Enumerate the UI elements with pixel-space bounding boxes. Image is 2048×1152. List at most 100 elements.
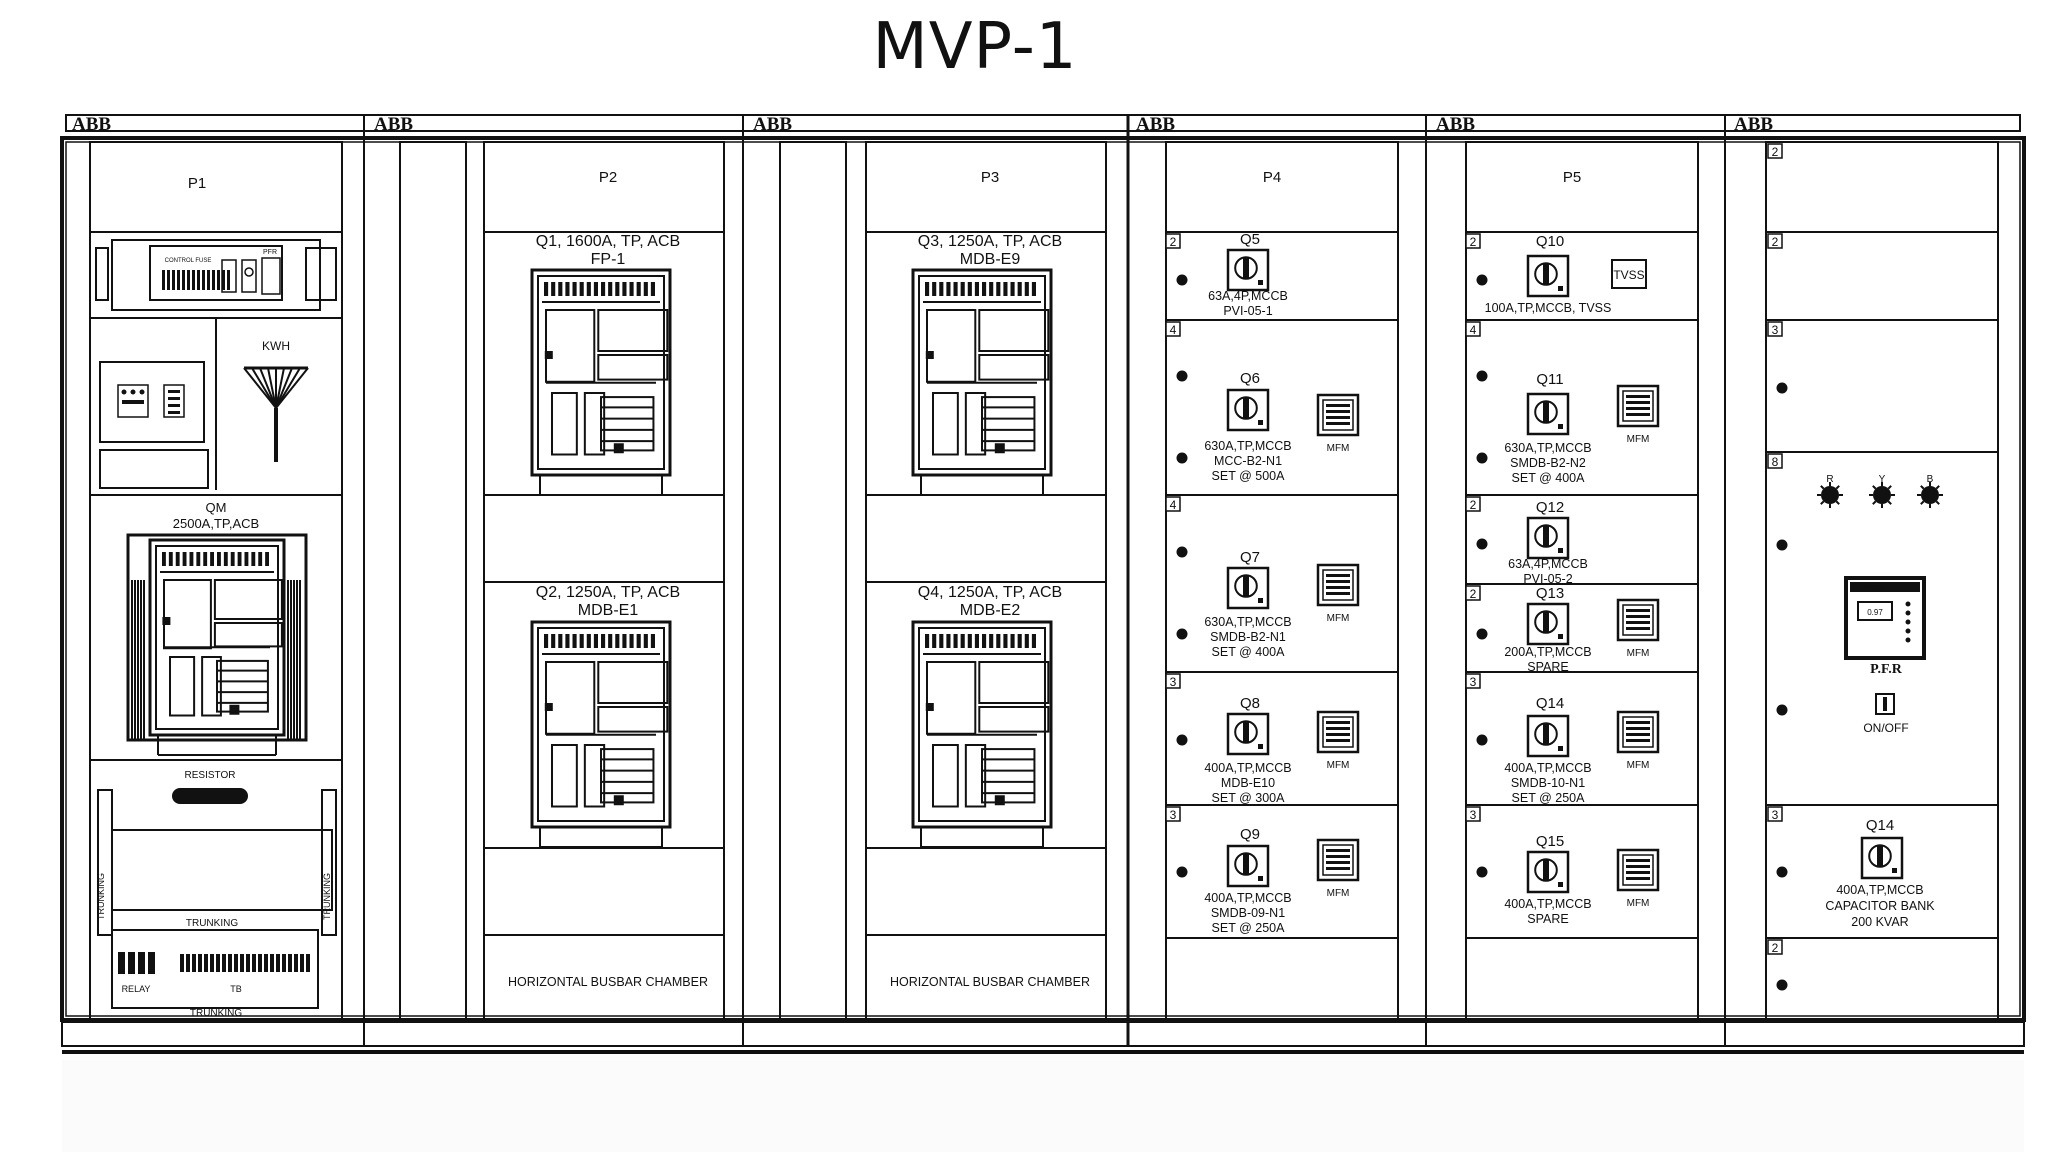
- size-number: 3: [1772, 323, 1779, 337]
- indicator-dot: [1776, 979, 1788, 991]
- indicator-dot: [1476, 628, 1488, 640]
- feeder-spec: SET @ 250A: [1212, 921, 1286, 935]
- acb-qm: [148, 538, 286, 756]
- panel-label-p4: P4: [1263, 169, 1281, 186]
- panel-p3: [779, 141, 1107, 1023]
- compartment-size: 4: [1165, 321, 1181, 337]
- pfr-device: [1844, 576, 1926, 660]
- mfm-label: MFM: [1327, 760, 1350, 771]
- pfr-label: P.F.R: [1870, 662, 1903, 677]
- breaker-label: Q3, 1250A, TP, ACB: [918, 233, 1062, 250]
- pfr-label: PFR: [263, 249, 277, 256]
- breaker-label: Q2, 1250A, TP, ACB: [536, 584, 680, 601]
- feeder-spec: 630A,TP,MCCB: [1204, 615, 1291, 629]
- mccb-icon: [1526, 602, 1570, 646]
- control-fuse-label: CONTROL FUSE: [165, 258, 212, 264]
- abb-logo-6: ABB: [1734, 114, 1773, 135]
- abb-logo-3: ABB: [753, 114, 792, 135]
- breaker-label: Q4, 1250A, TP, ACB: [918, 584, 1062, 601]
- capacitor-spec: 400A,TP,MCCB: [1836, 883, 1923, 897]
- compartment-size: 3: [1767, 806, 1783, 822]
- indicator-dot: [1776, 866, 1788, 878]
- feeder-spec: 100A,TP,MCCB, TVSS: [1485, 301, 1612, 315]
- indicator-dot: [1476, 866, 1488, 878]
- base-plinth: [61, 1021, 2025, 1047]
- panel-p4: [1165, 141, 1399, 1023]
- panel-label-p2: P2: [599, 169, 617, 186]
- capacitor-spec: CAPACITOR BANK: [1825, 899, 1935, 913]
- mfm-label: MFM: [1327, 613, 1350, 624]
- abb-logo-1: ABB: [72, 114, 111, 135]
- indicator-dot: [1476, 734, 1488, 746]
- epcos-brand: EPCOS: [1862, 585, 1887, 592]
- phase-label-r: R: [1826, 474, 1833, 485]
- size-number: 2: [1470, 587, 1477, 601]
- mfm-label: MFM: [1627, 898, 1650, 909]
- phase-label-y: Y: [1879, 474, 1886, 485]
- multifunction-meter-icon: MFM: [1616, 848, 1660, 909]
- indicator-dot: [1176, 734, 1188, 746]
- feeder-spec: SMDB-B2-N1: [1210, 630, 1286, 644]
- multifunction-meter-icon: MFM: [1616, 384, 1660, 445]
- compartment-size: 2: [1767, 233, 1783, 249]
- breaker-label: Q1, 1600A, TP, ACB: [536, 233, 680, 250]
- feeder-spec: 200A,TP,MCCB: [1504, 645, 1591, 659]
- feeder-spec: MDB-E10: [1221, 776, 1275, 790]
- breaker-circuit: MDB-E1: [578, 602, 639, 619]
- panel-p1: [89, 141, 343, 1023]
- top-strip: [65, 114, 2021, 132]
- feeder-spec: PVI-05-1: [1223, 304, 1272, 318]
- feeder-spec: 400A,TP,MCCB: [1204, 891, 1291, 905]
- indicator-dot: [1476, 452, 1488, 464]
- breaker-name: Q9: [1240, 826, 1260, 843]
- indicator-dot: [1176, 546, 1188, 558]
- feeder-spec: 400A,TP,MCCB: [1504, 761, 1591, 775]
- qm-name: QM: [206, 500, 227, 515]
- compartment-size: 2: [1465, 233, 1481, 249]
- size-number: 2: [1772, 145, 1779, 159]
- compartment-size: 4: [1465, 321, 1481, 337]
- indicator-dot: [1176, 866, 1188, 878]
- breaker-name: Q15: [1536, 833, 1564, 850]
- mfm-label: MFM: [1327, 888, 1350, 899]
- compartment-size: 2: [1767, 143, 1783, 159]
- mccb-icon: [1526, 254, 1570, 298]
- size-number: 2: [1470, 235, 1477, 249]
- resistor-label: RESISTOR: [185, 770, 236, 781]
- trunking-vertical-right: TRUNKING: [322, 873, 332, 920]
- feeder-spec: 63A,4P,MCCB: [1508, 557, 1588, 571]
- mfm-label: MFM: [1327, 443, 1350, 454]
- size-number: 2: [1772, 235, 1779, 249]
- abb-logo-4: ABB: [1136, 114, 1175, 135]
- size-number: 4: [1470, 323, 1477, 337]
- abb-logo-5: ABB: [1436, 114, 1475, 135]
- phase-lamp: [1921, 486, 1939, 504]
- feeder-spec: MCC-B2-N1: [1214, 454, 1282, 468]
- capacitor-spec: 200 KVAR: [1851, 915, 1908, 929]
- indicator-dot: [1176, 452, 1188, 464]
- size-number: 3: [1470, 808, 1477, 822]
- indicator-dot: [1776, 704, 1788, 716]
- feeder-spec: SET @ 400A: [1512, 471, 1586, 485]
- tvss-label: TVSS: [1613, 268, 1644, 282]
- pf-readout: 0.97: [1867, 608, 1883, 617]
- breaker-name: Q14: [1536, 695, 1564, 712]
- compartment-size: 3: [1165, 673, 1181, 689]
- feeder-spec: SET @ 500A: [1212, 469, 1286, 483]
- size-number: 3: [1772, 808, 1779, 822]
- breaker-name: Q11: [1536, 371, 1563, 388]
- mccb-icon: [1226, 566, 1270, 610]
- acb-q2: [530, 620, 672, 848]
- mccb-icon: [1526, 850, 1570, 894]
- compartment-size: 3: [1465, 806, 1481, 822]
- phase-lamp: [1821, 486, 1839, 504]
- panel-p6: [1765, 141, 1999, 1023]
- mccb-icon: [1226, 712, 1270, 756]
- phase-lamp: [1873, 486, 1891, 504]
